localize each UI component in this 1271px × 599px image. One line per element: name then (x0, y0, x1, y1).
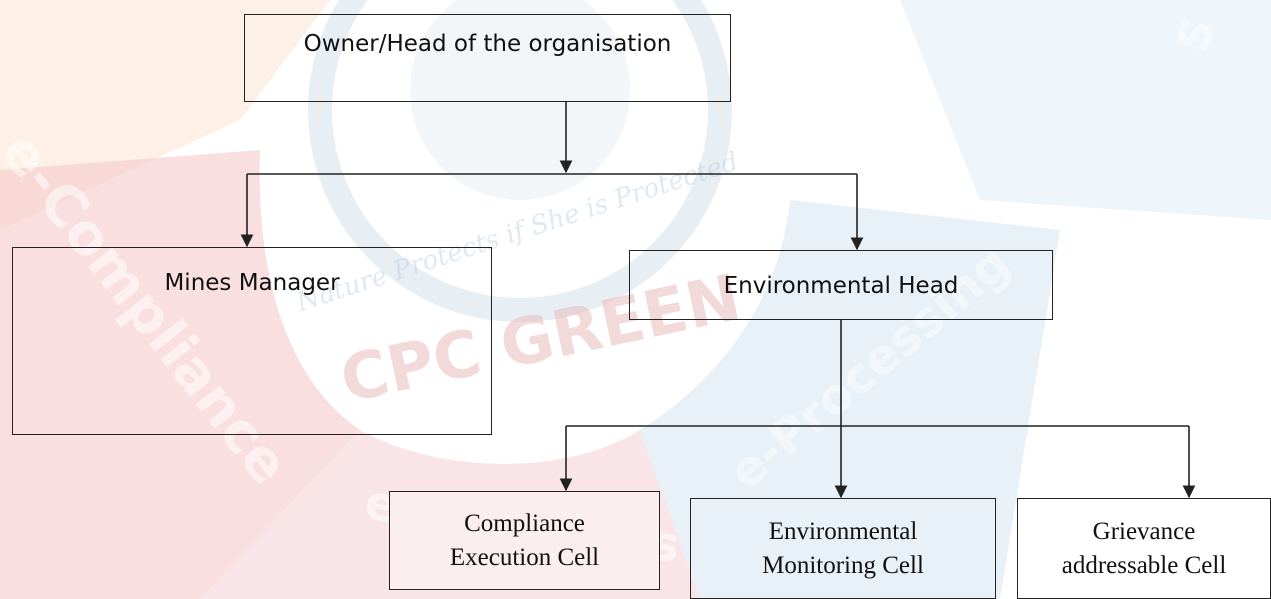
org-node-compliance-execution-cell: Compliance Execution Cell (389, 491, 660, 590)
org-node-label-line2: addressable Cell (1061, 551, 1227, 579)
org-node-environmental-monitoring-cell: Environmental Monitoring Cell (690, 498, 996, 599)
watermark-emblem-inner (410, 0, 630, 200)
watermark-segment-processing (640, 200, 1060, 599)
org-node-label-line1: Grievance (1092, 517, 1196, 545)
org-node-grievance-addressable-cell: Grievance addressable Cell (1017, 498, 1271, 599)
org-node-label-line1: Compliance (464, 509, 585, 537)
org-node-mines-manager: Mines Manager (12, 247, 492, 435)
org-node-label-line2: Execution Cell (449, 543, 600, 571)
org-node-label: Environmental Head (723, 273, 959, 299)
org-node-owner-head: Owner/Head of the organisation (244, 14, 731, 102)
org-node-label: Owner/Head of the organisation (303, 31, 672, 57)
watermark-segment-top-right (900, 0, 1271, 220)
watermark-emblem-ring (308, 0, 732, 322)
org-node-environmental-head: Environmental Head (629, 250, 1053, 320)
watermark-segment-compliance (0, 150, 360, 599)
org-node-label-line1: Environmental (768, 517, 918, 545)
org-node-label-line2: Monitoring Cell (762, 551, 924, 579)
org-node-label: Mines Manager (164, 270, 340, 296)
